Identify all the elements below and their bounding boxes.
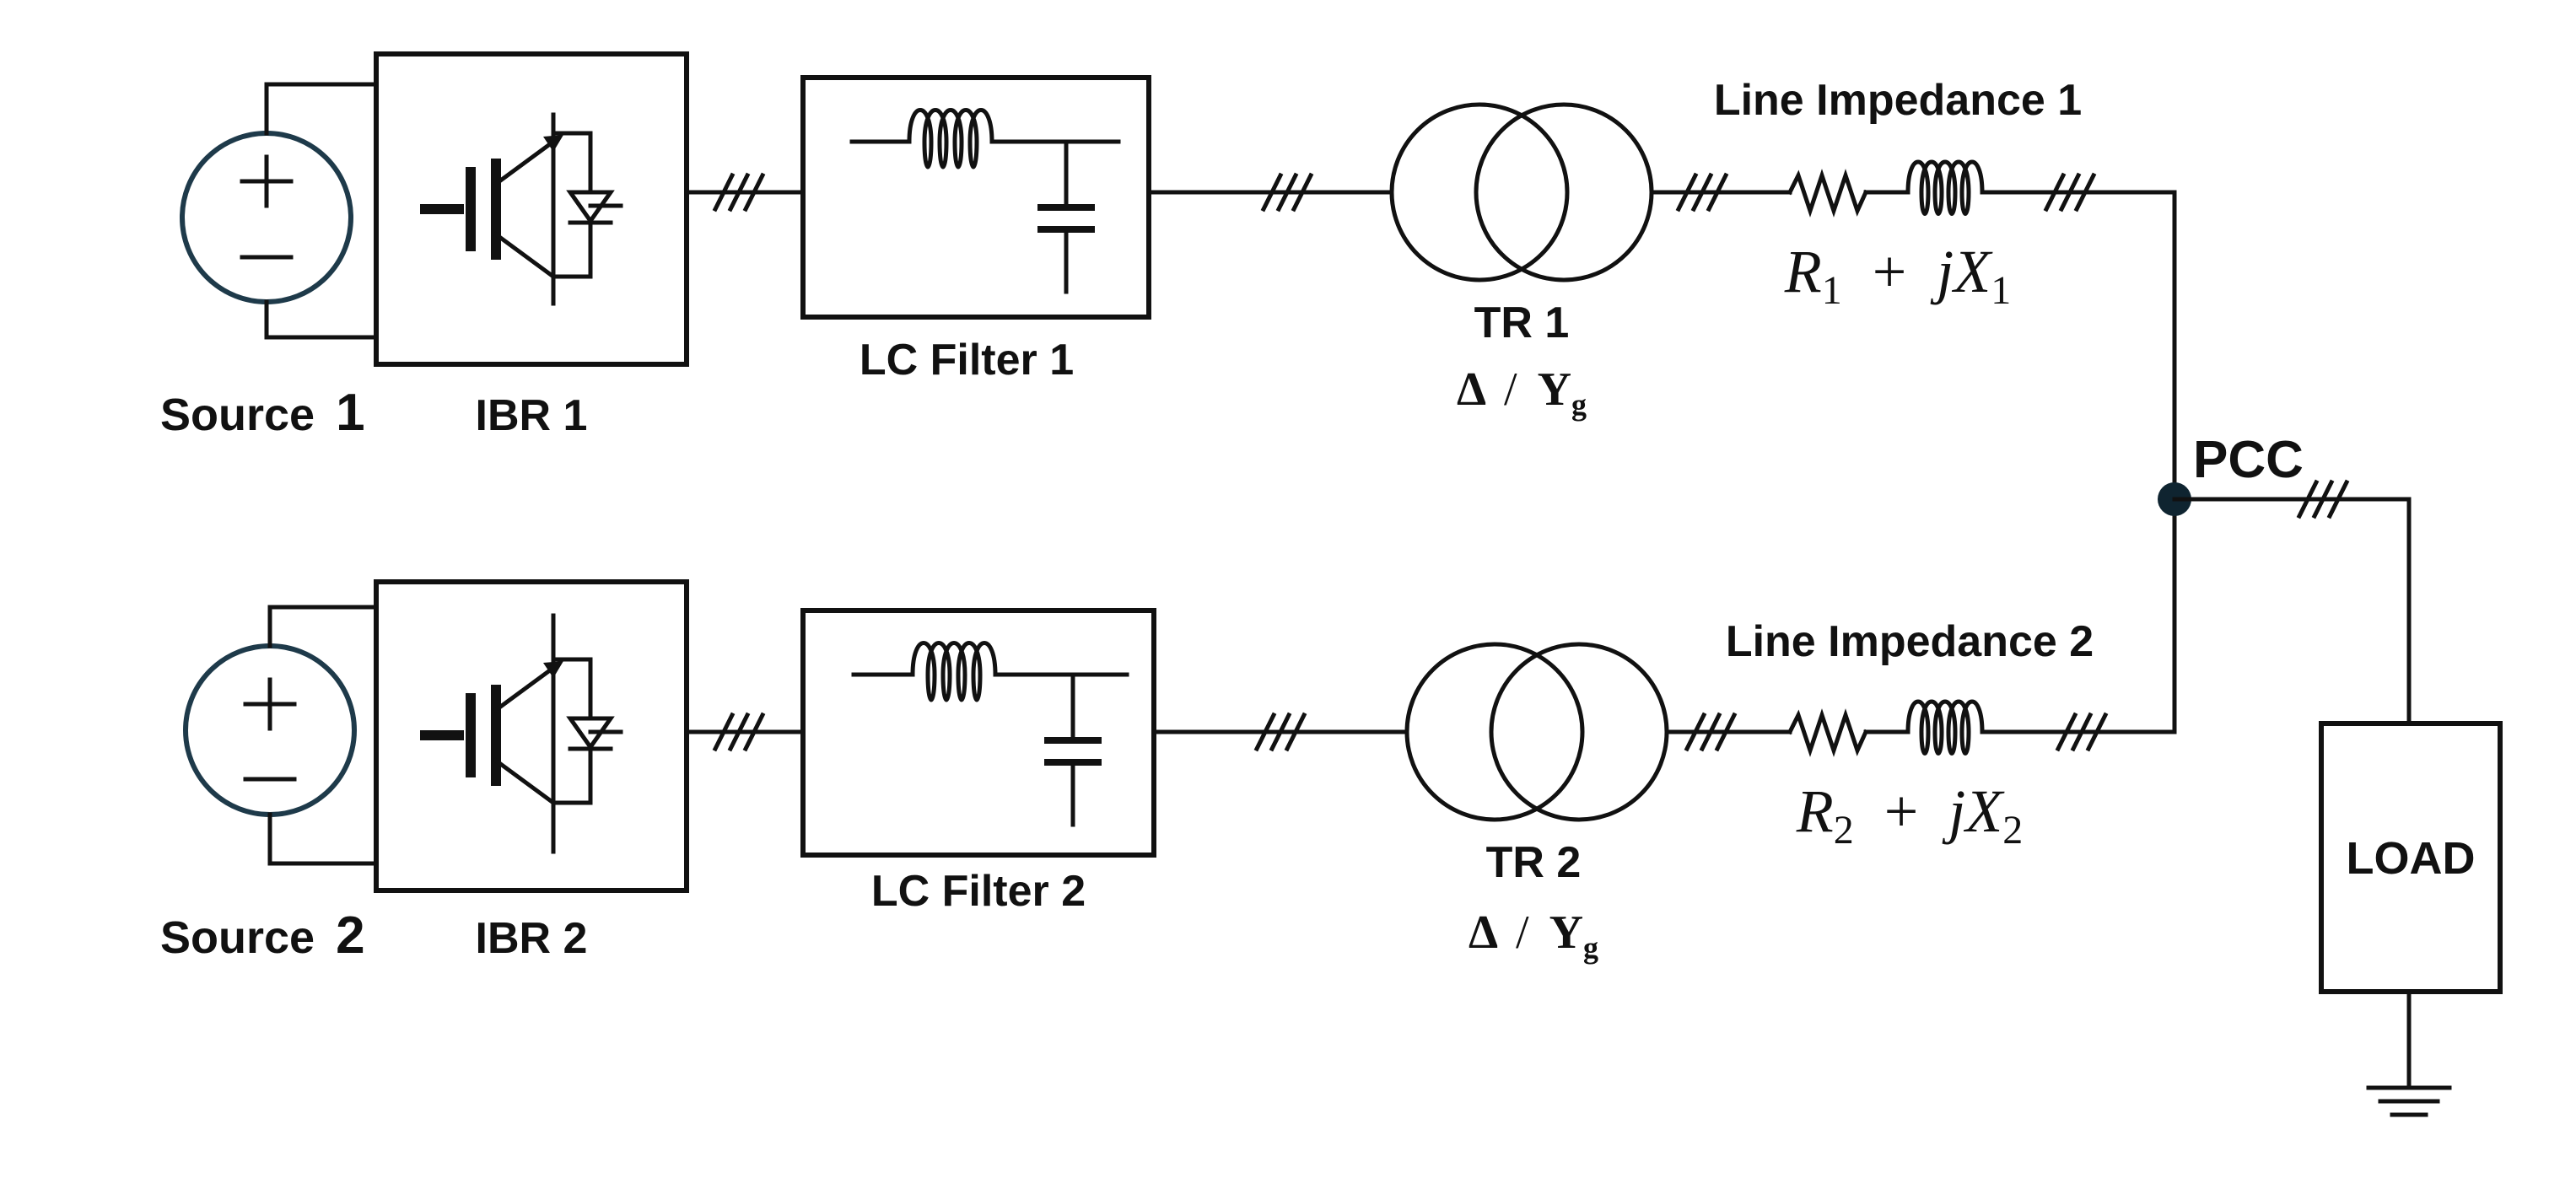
igbt-icon bbox=[420, 112, 623, 306]
three-phase-marker-icon bbox=[2055, 712, 2109, 752]
resistor-icon bbox=[1786, 708, 1869, 757]
igbt-icon bbox=[420, 613, 623, 854]
impedance-1-expression: R1 + jX1 bbox=[1784, 238, 2012, 317]
ibr-1-label: IBR 1 bbox=[476, 391, 588, 440]
branch-1 bbox=[180, 51, 2177, 502]
tr-1-connection: Δ / Yg bbox=[1457, 363, 1587, 422]
source-2-label: Source 2 bbox=[160, 906, 365, 965]
three-phase-marker-icon bbox=[2296, 479, 2350, 519]
lc-filter-1-box bbox=[800, 75, 1151, 320]
three-phase-marker-icon bbox=[1260, 172, 1314, 212]
lc-filter-1-label: LC Filter 1 bbox=[860, 336, 1074, 385]
ground-icon bbox=[2366, 1085, 2452, 1117]
ibr-1-box bbox=[374, 51, 689, 367]
inductor-icon bbox=[1905, 159, 1985, 216]
line-impedance-1-label: Line Impedance 1 bbox=[1714, 76, 2082, 125]
ibr-2-box bbox=[374, 579, 689, 893]
branch-2 bbox=[183, 497, 2177, 893]
capacitor-icon bbox=[1044, 672, 1102, 827]
tr-2-label: TR 2 bbox=[1486, 838, 1582, 887]
source-1-label: Source 1 bbox=[160, 384, 365, 442]
three-phase-marker-icon bbox=[1253, 712, 1307, 752]
pcc-label: PCC bbox=[2193, 431, 2304, 489]
transformer-icon bbox=[1404, 642, 1669, 822]
capacitor-icon bbox=[1037, 139, 1095, 294]
resistor-icon bbox=[1786, 169, 1869, 218]
load-label: LOAD bbox=[2347, 833, 2476, 884]
lc-filter-2-label: LC Filter 2 bbox=[871, 867, 1086, 916]
impedance-2-expression: R2 + jX2 bbox=[1796, 777, 2024, 857]
tr-1-label: TR 1 bbox=[1474, 299, 1570, 347]
voltage-source-icon bbox=[180, 131, 353, 304]
ibr-2-label: IBR 2 bbox=[476, 914, 588, 963]
line-impedance-2-label: Line Impedance 2 bbox=[1726, 617, 2094, 666]
three-phase-marker-icon bbox=[712, 712, 766, 752]
inductor-icon bbox=[851, 641, 1129, 702]
three-phase-marker-icon bbox=[1675, 172, 1729, 212]
three-phase-marker-icon bbox=[712, 172, 766, 212]
inductor-icon bbox=[849, 108, 1121, 169]
three-phase-marker-icon bbox=[1684, 712, 1738, 752]
tr-2-connection: Δ / Yg bbox=[1469, 906, 1598, 965]
inductor-icon bbox=[1905, 699, 1985, 756]
voltage-source-icon bbox=[183, 643, 357, 817]
three-phase-marker-icon bbox=[2043, 172, 2097, 212]
transformer-icon bbox=[1389, 102, 1654, 282]
